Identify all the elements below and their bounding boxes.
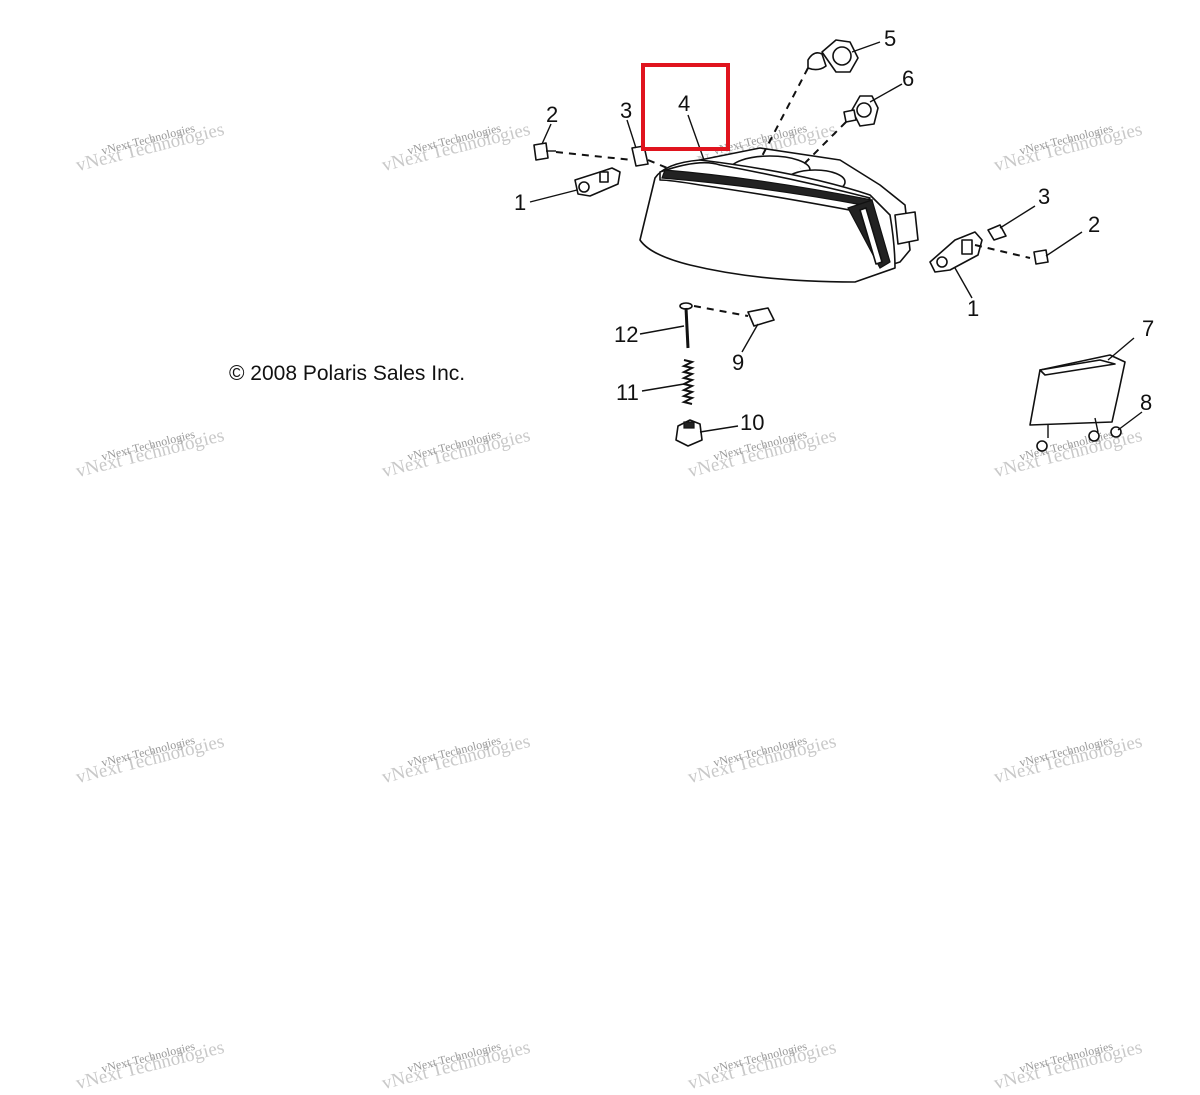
copyright-notice: © 2008 Polaris Sales Inc.	[229, 362, 465, 385]
watermark-text-large: vNext Technologies	[686, 1037, 838, 1094]
watermark-text-large: vNext Technologies	[74, 1037, 226, 1094]
callout-3-right[interactable]: 3	[1038, 184, 1050, 209]
callout-3-left[interactable]: 3	[620, 98, 632, 123]
callout-10[interactable]: 10	[740, 410, 764, 435]
callout-numbers: 1 2 3 4 5 6 3 2 1 7 8 9 10 11 12	[514, 26, 1154, 435]
spring-11	[681, 359, 695, 405]
callout-1-right[interactable]: 1	[967, 296, 979, 321]
watermark-text-large: vNext Technologies	[74, 425, 226, 482]
leader-lines	[529, 41, 1143, 433]
side-lens-7	[1029, 354, 1126, 438]
headlight-assembly	[639, 147, 919, 283]
watermark-text-large: vNext Technologies	[686, 731, 838, 788]
watermark-text-large: vNext Technologies	[992, 731, 1144, 788]
callout-7[interactable]: 7	[1142, 316, 1154, 341]
callout-5[interactable]: 5	[884, 26, 896, 51]
watermark-text-large: vNext Technologies	[380, 1037, 532, 1094]
watermark-text-large: vNext Technologies	[380, 425, 532, 482]
bulb-5	[759, 39, 859, 161]
callout-2-right[interactable]: 2	[1088, 212, 1100, 237]
watermark-text-large: vNext Technologies	[380, 119, 532, 176]
watermark-text-large: vNext Technologies	[380, 731, 532, 788]
bulb-6	[799, 95, 879, 169]
callout-9[interactable]: 9	[732, 350, 744, 375]
callout-12[interactable]: 12	[614, 322, 638, 347]
callout-1-left[interactable]: 1	[514, 190, 526, 215]
callout-11[interactable]: 11	[616, 380, 639, 405]
watermark-text-large: vNext Technologies	[74, 731, 226, 788]
watermark-text-large: vNext Technologies	[992, 1037, 1144, 1094]
left-mount-hardware	[533, 142, 673, 197]
callout-2-left[interactable]: 2	[546, 102, 558, 127]
callout-4[interactable]: 4	[678, 91, 690, 116]
callout-6[interactable]: 6	[902, 66, 914, 91]
callout-8[interactable]: 8	[1140, 390, 1152, 415]
watermark-text-large: vNext Technologies	[74, 119, 226, 176]
watermark-text-large: vNext Technologies	[992, 119, 1144, 176]
right-mount-hardware	[929, 224, 1049, 273]
adjuster-hardware	[675, 302, 775, 447]
highlight-box-part-4[interactable]	[641, 63, 730, 151]
